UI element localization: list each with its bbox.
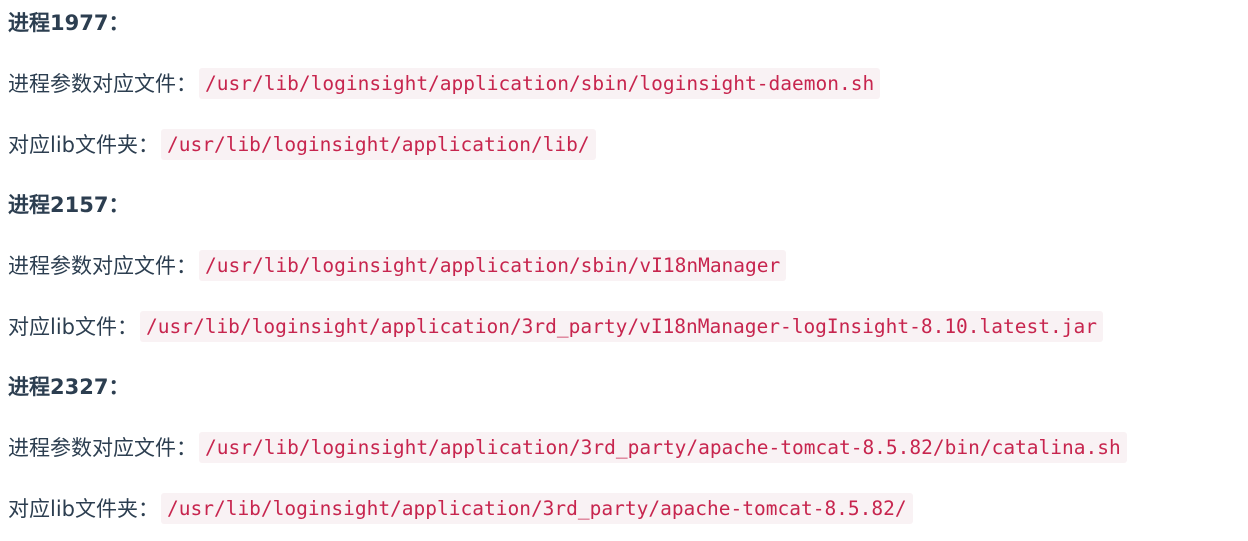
process-2157-param-file-row: 进程参数对应文件： /usr/lib/loginsight/applicatio… <box>8 247 787 283</box>
process-2327-lib-folder-row: 对应lib文件夹： /usr/lib/loginsight/applicatio… <box>8 490 913 526</box>
param-file-label: 进程参数对应文件： <box>8 72 197 96</box>
lib-file-path: /usr/lib/loginsight/application/3rd_part… <box>140 310 1103 342</box>
process-2157-heading: 进程2157： <box>8 193 130 217</box>
param-file-path: /usr/lib/loginsight/application/sbin/log… <box>199 67 881 99</box>
lib-folder-path: /usr/lib/loginsight/application/3rd_part… <box>161 492 913 524</box>
process-1977-param-file-row: 进程参数对应文件： /usr/lib/loginsight/applicatio… <box>8 65 881 101</box>
process-1977-heading: 进程1977： <box>8 11 130 35</box>
param-file-label: 进程参数对应文件： <box>8 254 197 278</box>
process-1977-lib-folder-row: 对应lib文件夹： /usr/lib/loginsight/applicatio… <box>8 126 596 162</box>
process-2157-lib-file-row: 对应lib文件： /usr/lib/loginsight/application… <box>8 308 1103 344</box>
param-file-label: 进程参数对应文件： <box>8 436 197 460</box>
param-file-path: /usr/lib/loginsight/application/sbin/vI1… <box>199 249 787 281</box>
param-file-path: /usr/lib/loginsight/application/3rd_part… <box>199 431 1127 463</box>
lib-folder-path: /usr/lib/loginsight/application/lib/ <box>161 128 596 160</box>
lib-folder-label: 对应lib文件夹： <box>8 497 159 521</box>
lib-file-label: 对应lib文件： <box>8 315 138 339</box>
process-2327-heading: 进程2327： <box>8 375 130 399</box>
lib-folder-label: 对应lib文件夹： <box>8 133 159 157</box>
process-2327-param-file-row: 进程参数对应文件： /usr/lib/loginsight/applicatio… <box>8 429 1127 465</box>
